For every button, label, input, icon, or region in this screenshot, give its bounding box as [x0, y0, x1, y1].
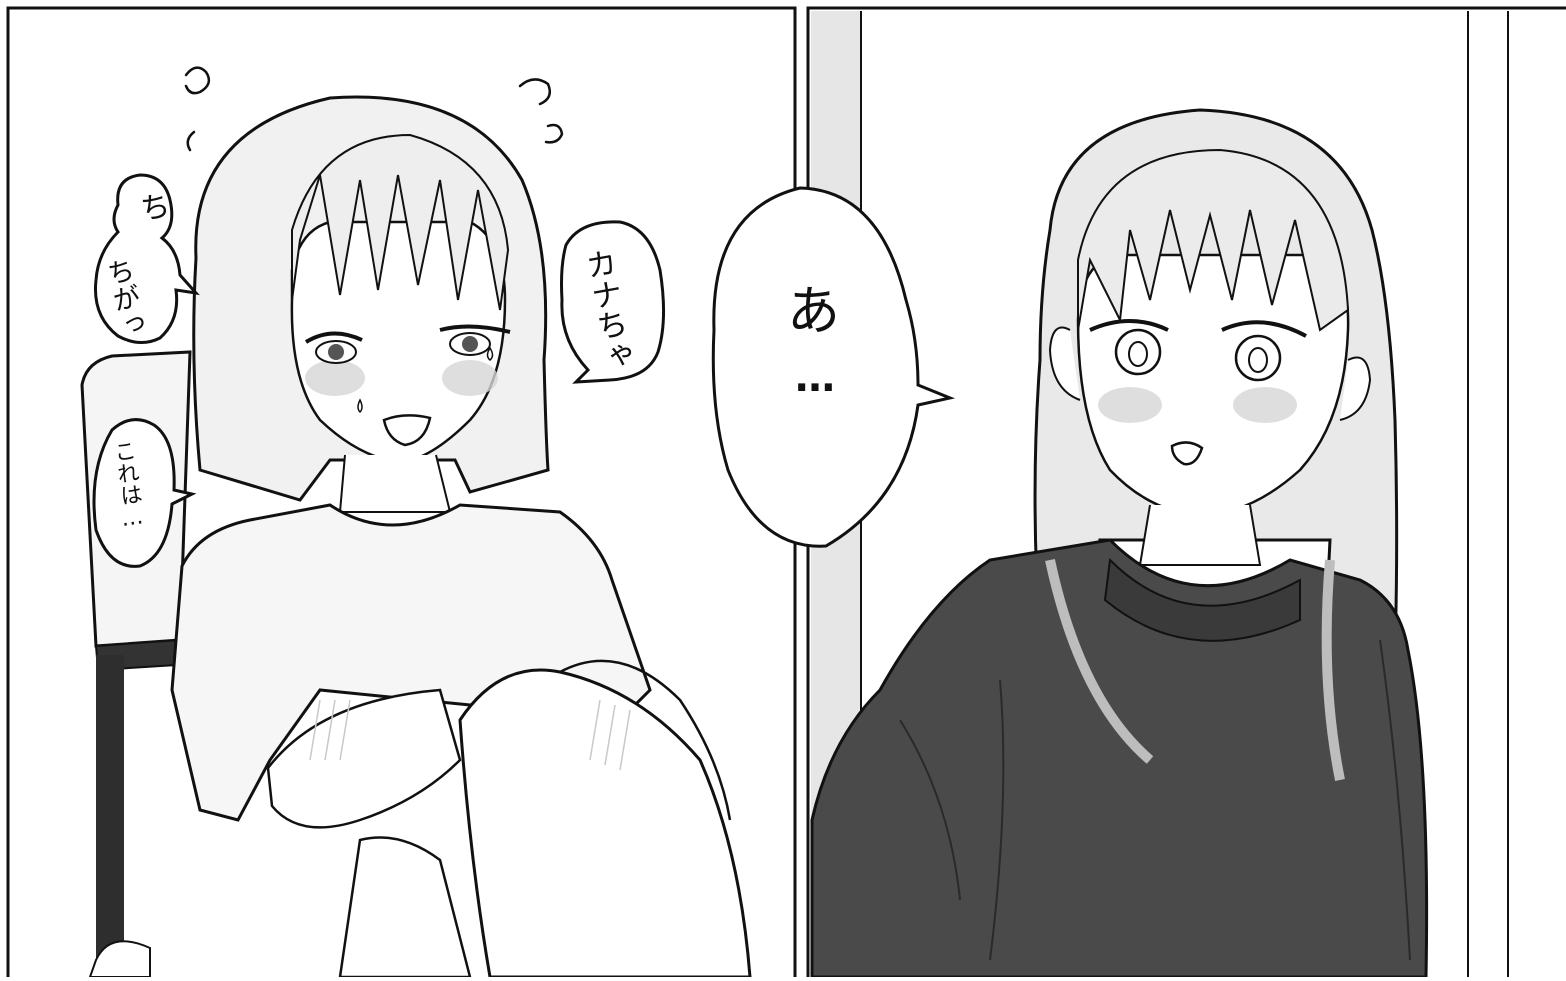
right-panel — [806, 6, 1566, 981]
chair — [80, 350, 192, 978]
long-hair-girl — [810, 108, 1429, 979]
speech-bubble-chigah — [93, 173, 200, 344]
panic-marks — [184, 66, 564, 152]
left-panel — [6, 6, 797, 981]
speech-bubble-a — [711, 186, 956, 548]
bubble-text-a: あ — [777, 282, 840, 336]
short-hair-girl — [170, 95, 752, 979]
speech-bubble-kanacha — [560, 220, 666, 384]
bubble-text-chi: ち — [132, 189, 171, 225]
bubble-text-ellipsis: … — [792, 355, 838, 403]
speech-bubble-koreha — [92, 418, 197, 568]
